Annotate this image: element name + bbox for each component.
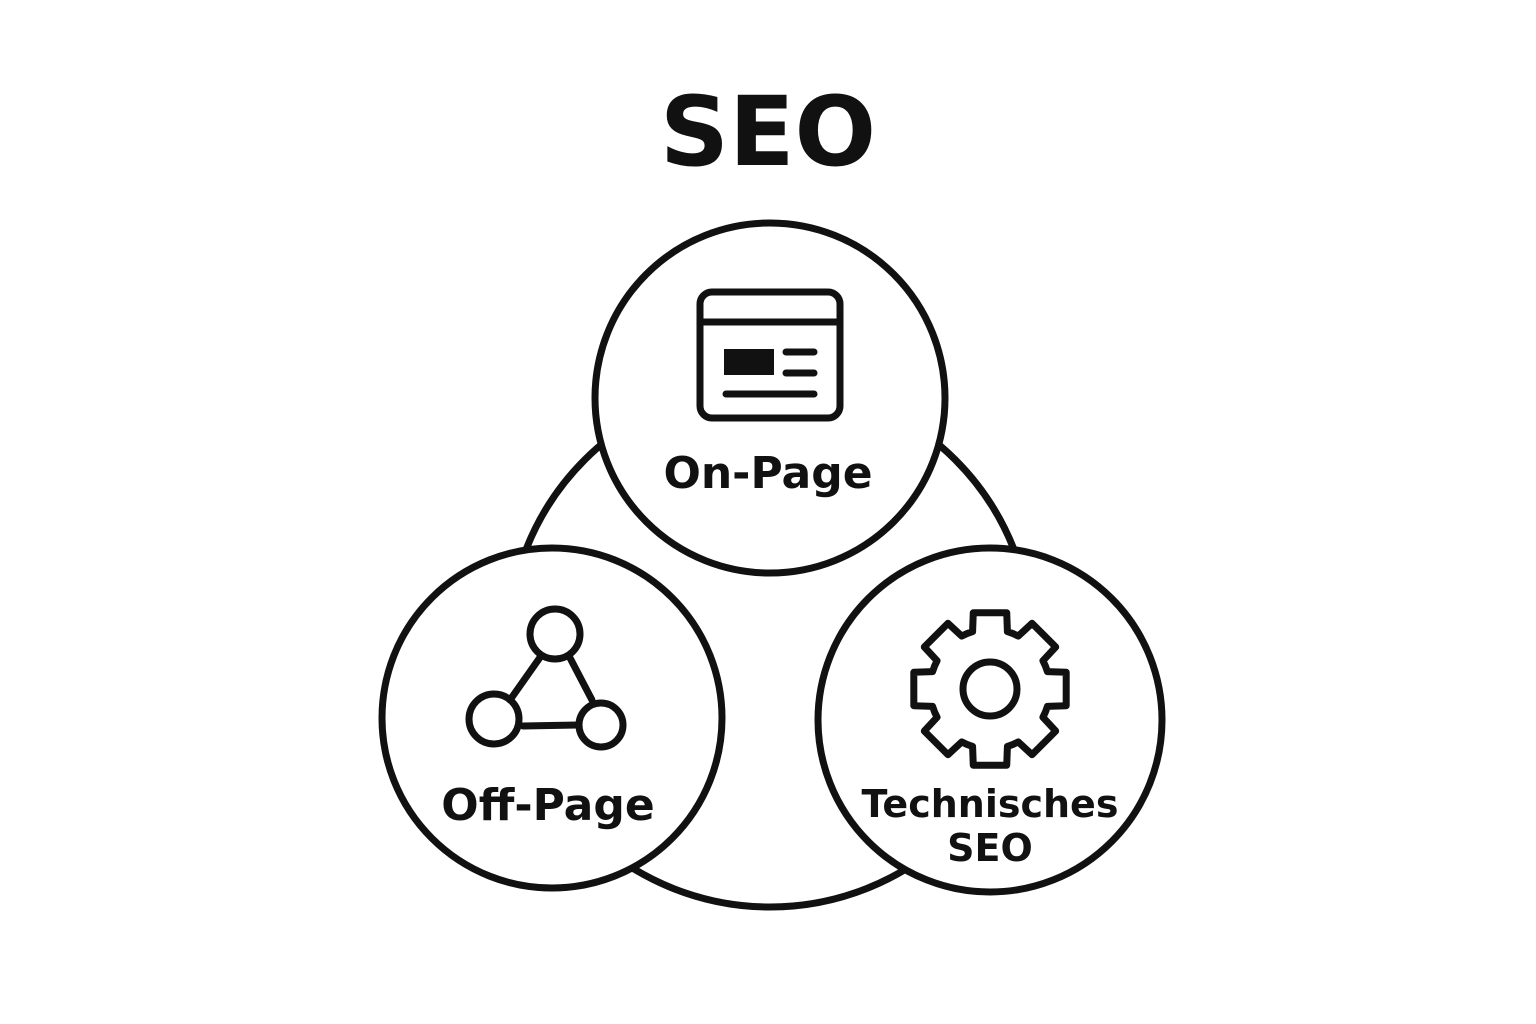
gear-icon <box>910 609 1070 769</box>
off-page-circle <box>378 544 726 892</box>
technical-seo-label-line2: SEO <box>947 826 1033 870</box>
on-page-circle <box>591 219 949 577</box>
on-page-label: On-Page <box>663 448 872 499</box>
off-page-label: Off-Page <box>441 780 654 831</box>
off-page-node: Off-Page <box>378 544 726 892</box>
technical-seo-label-line1: Technisches <box>862 782 1119 826</box>
diagram-title: SEO <box>660 76 876 188</box>
technical-seo-node: Technisches SEO <box>814 544 1166 896</box>
network-nodes-icon <box>465 605 627 751</box>
webpage-layout-icon <box>696 288 844 422</box>
technical-seo-circle <box>814 544 1166 896</box>
on-page-node: On-Page <box>591 219 949 577</box>
